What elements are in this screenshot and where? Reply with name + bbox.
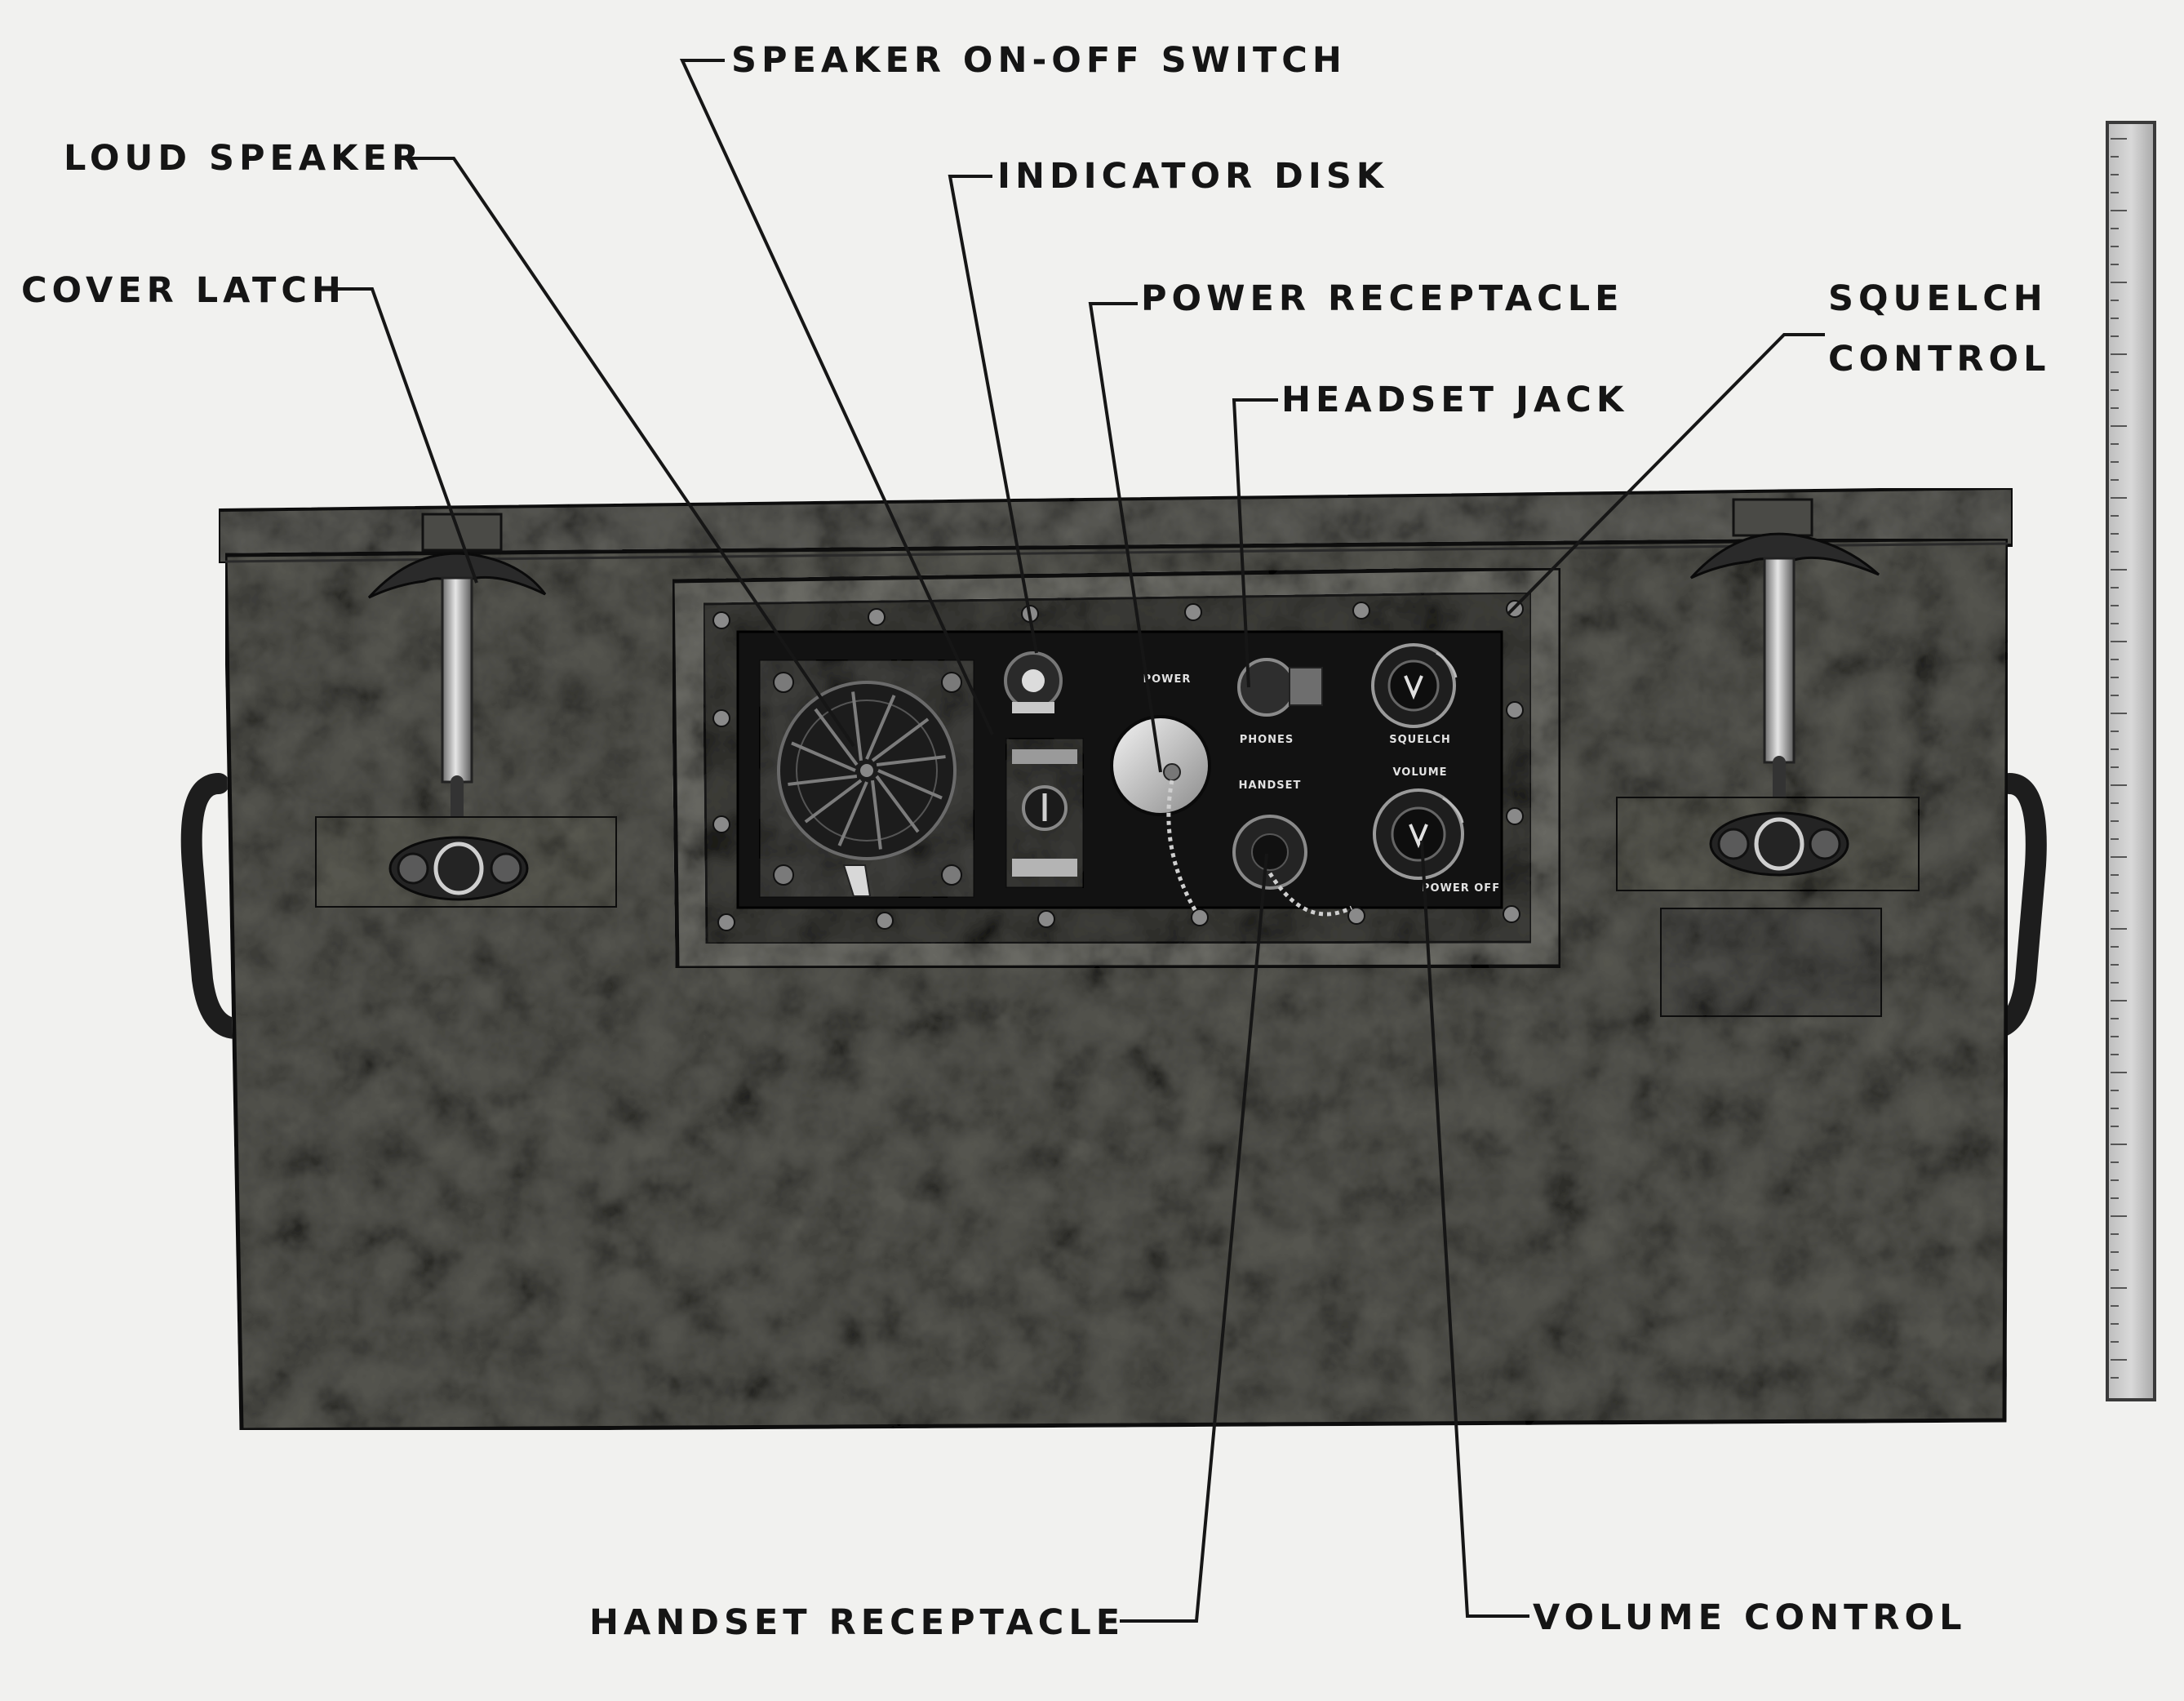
label-speaker-on-off-switch: SPEAKER ON-OFF SWITCH (731, 40, 1347, 81)
frame-screw (712, 709, 730, 727)
panel-label-power: POWER (1143, 673, 1192, 686)
loud-speaker (757, 658, 976, 899)
frame-screw (1037, 910, 1055, 928)
panel-label-handset: HANDSET (1239, 779, 1302, 792)
frame-screw (1347, 907, 1365, 925)
label-headset-jack: HEADSET JACK (1281, 380, 1628, 420)
headset-jack: PHONES (1237, 658, 1323, 746)
speaker-grille-vane (814, 708, 859, 766)
callout-labels: SPEAKER ON-OFF SWITCH LOUD SPEAKER INDIC… (21, 40, 2051, 1643)
panel-label-power-off: POWER OFF (1422, 882, 1500, 895)
right-side-handle (1981, 773, 2047, 1039)
speaker-grille-vane (804, 779, 863, 824)
leader-cover-latch (328, 287, 478, 584)
leader-volume-control (1420, 840, 1529, 1618)
speaker-grille-vane (876, 755, 946, 766)
left-cover-latch (313, 552, 619, 909)
speaker-on-off-switch (1004, 736, 1085, 890)
frame-screw (876, 912, 894, 930)
frame-screw (712, 815, 730, 833)
speaker-grille-vane (871, 717, 930, 762)
speaker-grille-vane (865, 695, 896, 760)
right-cover-latch (1614, 532, 1921, 893)
panel-label-phones: PHONES (1240, 734, 1294, 746)
speaker-grille-vane (837, 781, 868, 846)
label-indicator-disk: INDICATOR DISK (997, 156, 1388, 197)
label-handset-receptacle: HANDSET RECEPTACLE (589, 1602, 1125, 1643)
leader-squelch-control (1507, 333, 1825, 615)
frame-screw (1506, 701, 1524, 719)
speaker-grille-vane (871, 779, 882, 850)
leader-speaker-on-off-switch (679, 59, 994, 735)
volume-control: VOLUME POWER OFF (1373, 766, 1500, 895)
leader-headset-jack (1232, 398, 1278, 688)
frame-screw (868, 608, 886, 626)
speaker-grille-vane (791, 741, 856, 772)
speaker-grille-vane (851, 691, 863, 762)
panel-label-squelch: SQUELCH (1389, 734, 1451, 746)
label-squelch-control-line2: CONTROL (1828, 339, 2051, 380)
speaker-grille-vane (877, 769, 943, 800)
frame-screw (712, 611, 730, 629)
speaker-grille-vane (875, 775, 920, 833)
label-loud-speaker: LOUD SPEAKER (64, 138, 424, 179)
left-side-handle (180, 773, 247, 1039)
leader-power-receptacle (1088, 302, 1162, 773)
label-volume-control: VOLUME CONTROL (1533, 1597, 1967, 1638)
frame-screw (1352, 602, 1370, 620)
scale-ruler (2106, 121, 2156, 1401)
squelch-control: SQUELCH (1371, 643, 1458, 746)
indicator-disk (1004, 651, 1063, 713)
frame-screw (1503, 905, 1520, 923)
handset-receptacle: HANDSET (1232, 779, 1353, 917)
speaker-grille-vane (788, 775, 858, 786)
frame-screw (1184, 603, 1202, 621)
panel-label-volume: VOLUME (1392, 766, 1447, 779)
leader-indicator-disk (948, 175, 1038, 654)
label-power-receptacle: POWER RECEPTACLE (1141, 278, 1624, 319)
leader-loud-speaker (410, 157, 855, 748)
label-cover-latch: COVER LATCH (21, 270, 346, 311)
leader-handset-receptacle (1120, 853, 1268, 1623)
leader-lines (328, 59, 1825, 1623)
frame-screw (717, 913, 735, 931)
frame-screw (1506, 807, 1524, 825)
label-squelch-control-line1: SQUELCH (1828, 278, 2048, 319)
frame-screw (1191, 908, 1209, 926)
